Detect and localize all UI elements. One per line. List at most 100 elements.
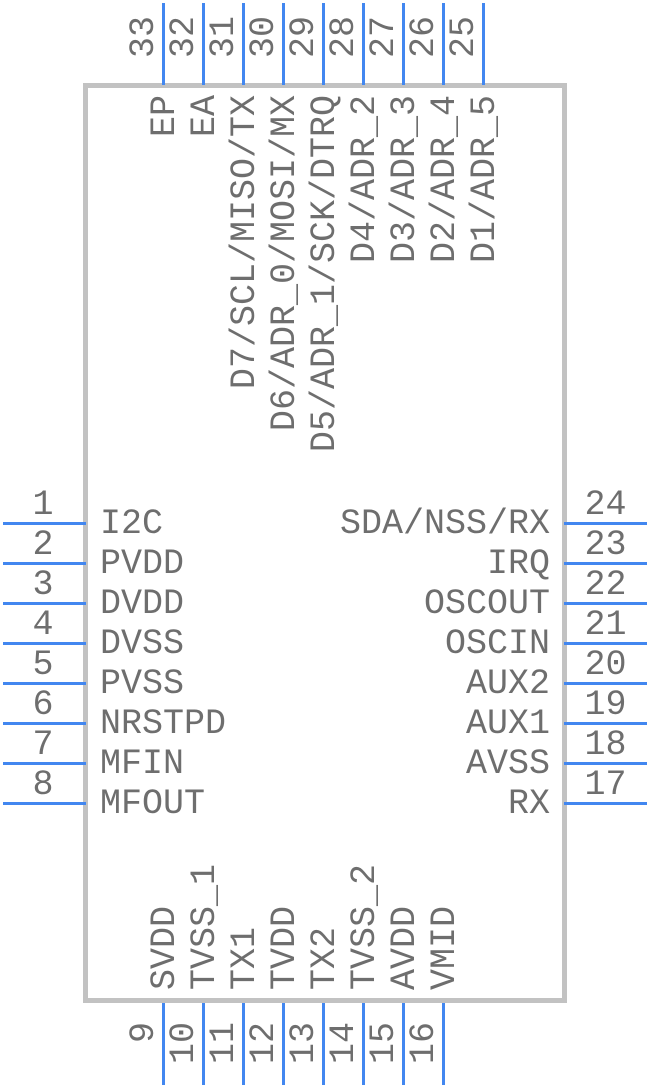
pin-number: 14 xyxy=(324,1022,364,1065)
pin-name: EP xyxy=(145,95,185,138)
pin-number: 12 xyxy=(244,1022,284,1065)
pin-number: 21 xyxy=(584,605,627,645)
pin-name: TVSS_1 xyxy=(185,863,225,990)
pin-name: OSCIN xyxy=(444,624,550,664)
pin-number: 4 xyxy=(32,605,54,645)
pin-name: D3/ADR_3 xyxy=(385,95,425,264)
pin-line xyxy=(282,1003,285,1085)
pin-number: 15 xyxy=(364,1022,404,1065)
pin-name: EA xyxy=(185,95,225,138)
pin-line xyxy=(3,722,86,725)
pin-line xyxy=(362,1003,365,1085)
pin-number: 33 xyxy=(124,16,164,59)
pin-number: 9 xyxy=(124,1022,164,1044)
pin-number: 29 xyxy=(284,16,324,59)
pin-name: RX xyxy=(507,784,550,824)
pin-name: PVSS xyxy=(100,664,185,704)
pin-line xyxy=(482,3,485,85)
pin-line xyxy=(362,3,365,85)
pin-number: 13 xyxy=(284,1022,324,1065)
pin-number: 32 xyxy=(164,16,204,59)
pin-name: D1/ADR_5 xyxy=(465,95,505,264)
pin-name: D4/ADR_2 xyxy=(345,95,385,264)
pin-number: 30 xyxy=(244,16,284,59)
pin-number: 8 xyxy=(32,765,54,805)
pin-number: 28 xyxy=(324,16,364,59)
pin-number: 18 xyxy=(584,725,627,765)
pin-number: 27 xyxy=(364,16,404,59)
pin-line xyxy=(564,682,647,685)
pin-number: 17 xyxy=(584,765,627,805)
pin-number: 7 xyxy=(32,725,54,765)
pin-name: TVDD xyxy=(265,905,305,990)
pin-line xyxy=(3,522,86,525)
pin-line xyxy=(322,3,325,85)
pin-line xyxy=(162,3,165,85)
pin-name: D6/ADR_0/MOSI/MX xyxy=(265,95,305,432)
pin-number: 11 xyxy=(204,1022,244,1065)
pin-line xyxy=(3,642,86,645)
pin-line xyxy=(282,3,285,85)
pin-line xyxy=(402,3,405,85)
pin-line xyxy=(202,1003,205,1085)
pin-line xyxy=(564,762,647,765)
pin-number: 19 xyxy=(584,685,627,725)
pin-name: TX2 xyxy=(305,926,345,990)
pin-name: D5/ADR_1/SCK/DTRQ xyxy=(305,95,345,453)
pin-number: 6 xyxy=(32,685,54,725)
pin-line xyxy=(564,602,647,605)
pin-name: I2C xyxy=(100,504,164,544)
pin-name: SDA/NSS/RX xyxy=(339,504,550,544)
pin-number: 1 xyxy=(32,485,54,525)
pin-name: TVSS_2 xyxy=(345,863,385,990)
pin-number: 10 xyxy=(164,1022,204,1065)
pin-line xyxy=(564,722,647,725)
pin-line xyxy=(564,562,647,565)
pin-line xyxy=(162,1003,165,1085)
pin-name: D7/SCL/MISO/TX xyxy=(225,95,265,390)
pin-name: SVDD xyxy=(145,905,185,990)
pin-name: IRQ xyxy=(486,544,550,584)
pin-number: 20 xyxy=(584,645,627,685)
pin-name: D2/ADR_4 xyxy=(425,95,465,264)
pin-line xyxy=(442,3,445,85)
pin-name: VMID xyxy=(425,905,465,990)
pin-line xyxy=(3,762,86,765)
pin-line xyxy=(202,3,205,85)
pin-name: MFOUT xyxy=(100,784,206,824)
pin-number: 24 xyxy=(584,485,627,525)
pin-line xyxy=(3,562,86,565)
pin-name: MFIN xyxy=(100,744,185,784)
pin-line xyxy=(3,802,86,805)
pin-name: AUX1 xyxy=(465,704,550,744)
pin-line xyxy=(564,642,647,645)
pin-line xyxy=(402,1003,405,1085)
pin-number: 2 xyxy=(32,525,54,565)
pin-line xyxy=(442,1003,445,1085)
pin-name: AVSS xyxy=(465,744,550,784)
pin-line xyxy=(242,3,245,85)
pin-line xyxy=(564,522,647,525)
ic-body xyxy=(83,83,567,1003)
pin-name: OSCOUT xyxy=(423,584,550,624)
pin-number: 26 xyxy=(404,16,444,59)
pin-number: 22 xyxy=(584,565,627,605)
pin-name: PVDD xyxy=(100,544,185,584)
pin-number: 31 xyxy=(204,16,244,59)
pin-name: DVDD xyxy=(100,584,185,624)
pin-line xyxy=(322,1003,325,1085)
pin-name: AUX2 xyxy=(465,664,550,704)
pin-number: 16 xyxy=(404,1022,444,1065)
pin-line xyxy=(242,1003,245,1085)
pin-name: TX1 xyxy=(225,926,265,990)
pin-line xyxy=(564,802,647,805)
pin-name: DVSS xyxy=(100,624,185,664)
pin-line xyxy=(3,682,86,685)
pin-number: 25 xyxy=(444,16,484,59)
pin-line xyxy=(3,602,86,605)
pin-number: 23 xyxy=(584,525,627,565)
pin-number: 5 xyxy=(32,645,54,685)
pin-name: AVDD xyxy=(385,905,425,990)
pin-number: 3 xyxy=(32,565,54,605)
